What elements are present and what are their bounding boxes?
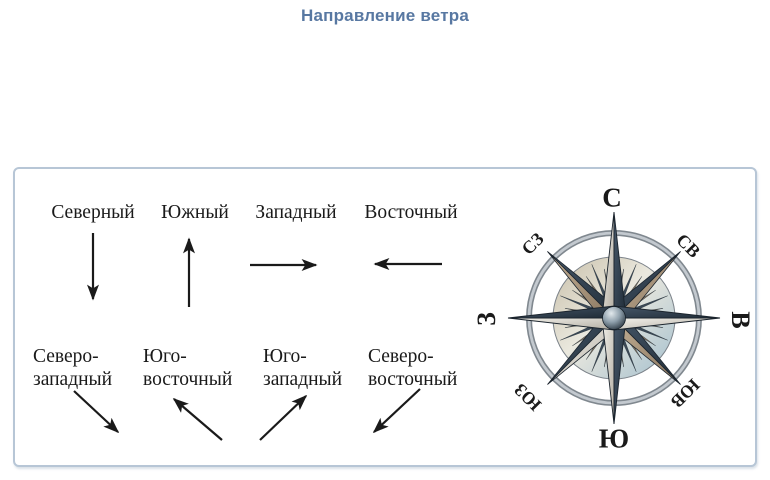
wind-label-line: западный [263,369,343,390]
compass-label-w: З [472,312,501,326]
compass-rose-graphic [507,211,721,425]
compass-rose [464,170,764,460]
wind-label-southwest: Юго- западный [263,345,342,391]
compass-label-n: С [602,182,622,213]
compass-label-e: В [726,311,755,329]
wind-label-northwest: Северо- западный [33,345,112,391]
page-title: Направление ветра [300,6,469,25]
arrow-down-right-icon [73,390,120,434]
wind-label-north: Северный [51,202,135,223]
compass-hub [602,306,626,330]
wind-label-west: Западный [255,202,337,223]
wind-label-line: Северо- [33,346,99,367]
compass-label-s: Ю [598,423,630,454]
wind-label-line: Юго- [263,346,307,367]
wind-label-southeast: Юго- восточный [143,345,232,391]
arrow-down-left-icon [372,388,421,434]
wind-label-east: Восточный [364,202,458,223]
arrow-up-left-icon [172,397,223,441]
wind-label-line: западный [33,369,113,390]
wind-label-line: Юго- [143,346,187,367]
wind-label-northeast: Северо- восточный [368,345,457,391]
arrow-up-right-icon [259,394,308,441]
wind-label-line: Северо- [368,346,434,367]
wind-label-south: Южный [161,202,229,223]
wind-label-line: восточный [143,369,233,390]
wind-label-line: восточный [368,369,458,390]
diagram-panel: Северный Южный Западный Восточный Северо… [13,167,757,467]
